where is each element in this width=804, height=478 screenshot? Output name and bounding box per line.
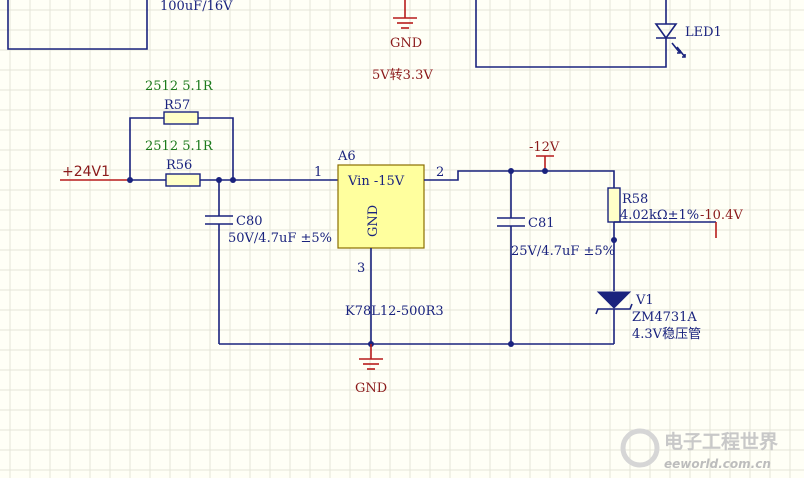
zener-triangle xyxy=(596,291,632,309)
c81-label: C81 xyxy=(528,216,555,231)
r58-label: R58 xyxy=(622,192,648,207)
r58-value: 4.02kΩ±1% xyxy=(620,208,699,223)
regulator-a6: A6 Vin -15V GND 1 2 3 K78L12-500R3 xyxy=(314,149,444,344)
c80-label: C80 xyxy=(236,214,263,229)
v1-description: 4.3V稳压管 xyxy=(632,326,701,342)
regulator-note: 5V转3.3V xyxy=(372,68,433,83)
input-net-label: +24V1 xyxy=(62,164,110,180)
gnd-label-top: GND xyxy=(390,36,422,51)
regulator-pin3: 3 xyxy=(357,261,365,276)
gnd-symbol-top: GND xyxy=(390,0,422,51)
regulator-pin-label: Vin -15V xyxy=(347,174,405,189)
r57-package: 2512 5.1R xyxy=(145,79,214,94)
regulator-pin1: 1 xyxy=(314,165,322,180)
regulator-gnd-label: GND xyxy=(366,205,381,237)
r57-body xyxy=(163,111,199,125)
bottom-ground: GND xyxy=(219,341,614,396)
r57-label: R57 xyxy=(164,98,190,113)
r58-body xyxy=(607,187,621,223)
top-left-partial-box: 100uF/16V xyxy=(7,0,233,50)
regulator-pin2: 2 xyxy=(436,165,444,180)
prev-capacitor-value: 100uF/16V xyxy=(160,0,233,14)
eeworld-watermark: 电子工程世界 eeworld.com.cn xyxy=(620,428,778,471)
regulator-body xyxy=(337,164,425,249)
gnd-label-bottom: GND xyxy=(355,381,387,396)
led1-circuit: LED1 xyxy=(475,0,722,68)
regulator-part-number: K78L12-500R3 xyxy=(345,304,444,319)
watermark-brand: 电子工程世界 xyxy=(664,430,778,453)
v1-label: V1 xyxy=(635,293,654,308)
watermark-url: eeworld.com.cn xyxy=(664,457,771,471)
r56-label: R56 xyxy=(166,158,192,173)
net-label-minus12v: -12V xyxy=(529,140,560,155)
eeworld-logo-icon xyxy=(620,428,660,468)
led1-label: LED1 xyxy=(685,25,722,40)
c81-value: 25V/4.7uF ±5% xyxy=(511,244,615,259)
regulator-designator: A6 xyxy=(337,149,356,164)
net-label-minus10-4v: -10.4V xyxy=(700,208,743,223)
r56-package: 2512 5.1R xyxy=(145,139,214,154)
v1-part: ZM4731A xyxy=(632,310,697,325)
r56-body xyxy=(165,173,201,187)
led-triangle xyxy=(654,23,678,40)
output-section: -12V C81 25V/4.7uF ±5% R58 4.02kΩ±1% -10… xyxy=(424,140,743,344)
c80-value: 50V/4.7uF ±5% xyxy=(228,231,332,246)
input-section: +24V1 2512 5.1R R57 2512 5.1R R56 C80 50… xyxy=(60,79,338,344)
